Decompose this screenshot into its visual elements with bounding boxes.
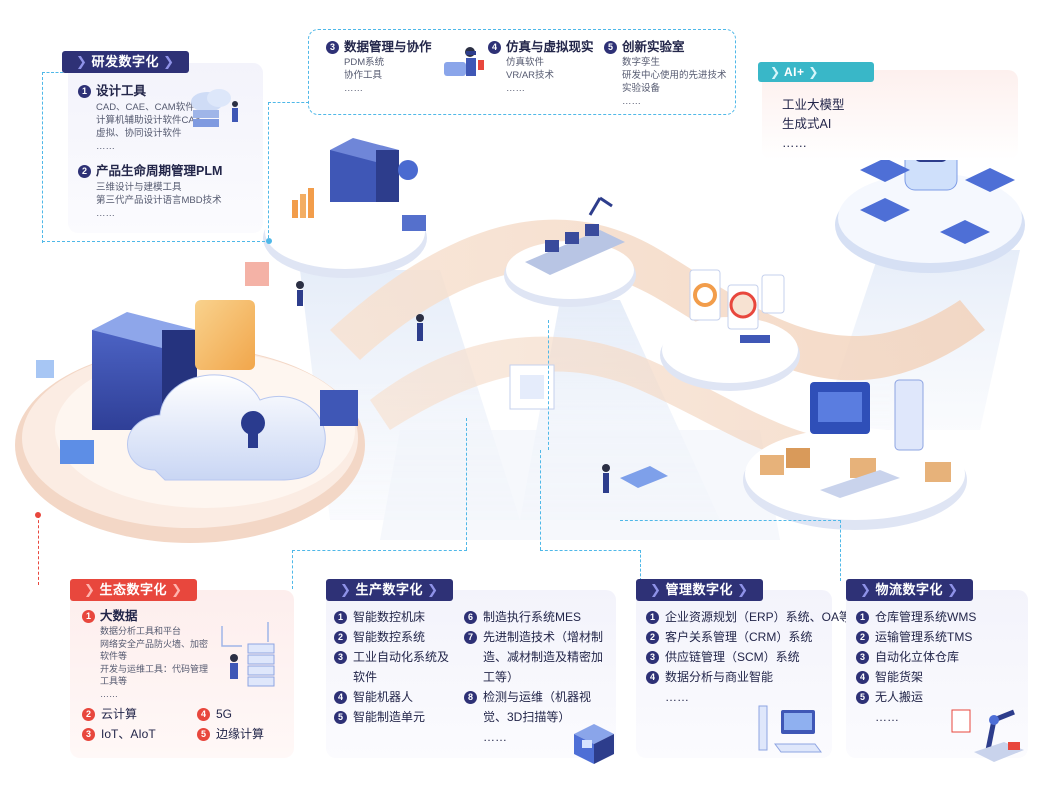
- logistics-panel: [846, 590, 1028, 758]
- cloud-lock-icon: [60, 262, 358, 481]
- eco-tab: ❯ 生态数字化 ❯: [70, 579, 197, 601]
- 3d-scan-icon: [574, 724, 614, 764]
- ai-lines: 工业大模型 生成式AI ……: [782, 98, 845, 150]
- flow-bands: [330, 219, 985, 472]
- computer-icon: [758, 705, 822, 753]
- person-icon: [296, 281, 610, 493]
- ai-tab: ❯ AI+ ❯: [758, 62, 874, 82]
- ai-panel: [762, 70, 1018, 160]
- factory-platform: [504, 196, 636, 307]
- management-tab: ❯ 管理数字化 ❯: [636, 579, 763, 601]
- rd-tab: ❯ 研发数字化 ❯: [62, 51, 189, 73]
- logistics-tab: ❯ 物流数字化 ❯: [846, 579, 973, 601]
- rd-platform: [263, 138, 427, 278]
- management-platform: [660, 269, 800, 391]
- cloud-server-icon: [191, 89, 238, 127]
- production-tab: ❯ 生产数字化 ❯: [326, 579, 453, 601]
- ai-chip-icon: [860, 158, 1015, 244]
- server-stack-icon: [221, 622, 275, 687]
- rd-panel: [68, 63, 263, 233]
- top-rd-box: [308, 29, 736, 115]
- vr-headset-icon: [444, 47, 484, 76]
- robot-arm-icon: [951, 709, 1024, 762]
- logistics-platform: [743, 379, 967, 530]
